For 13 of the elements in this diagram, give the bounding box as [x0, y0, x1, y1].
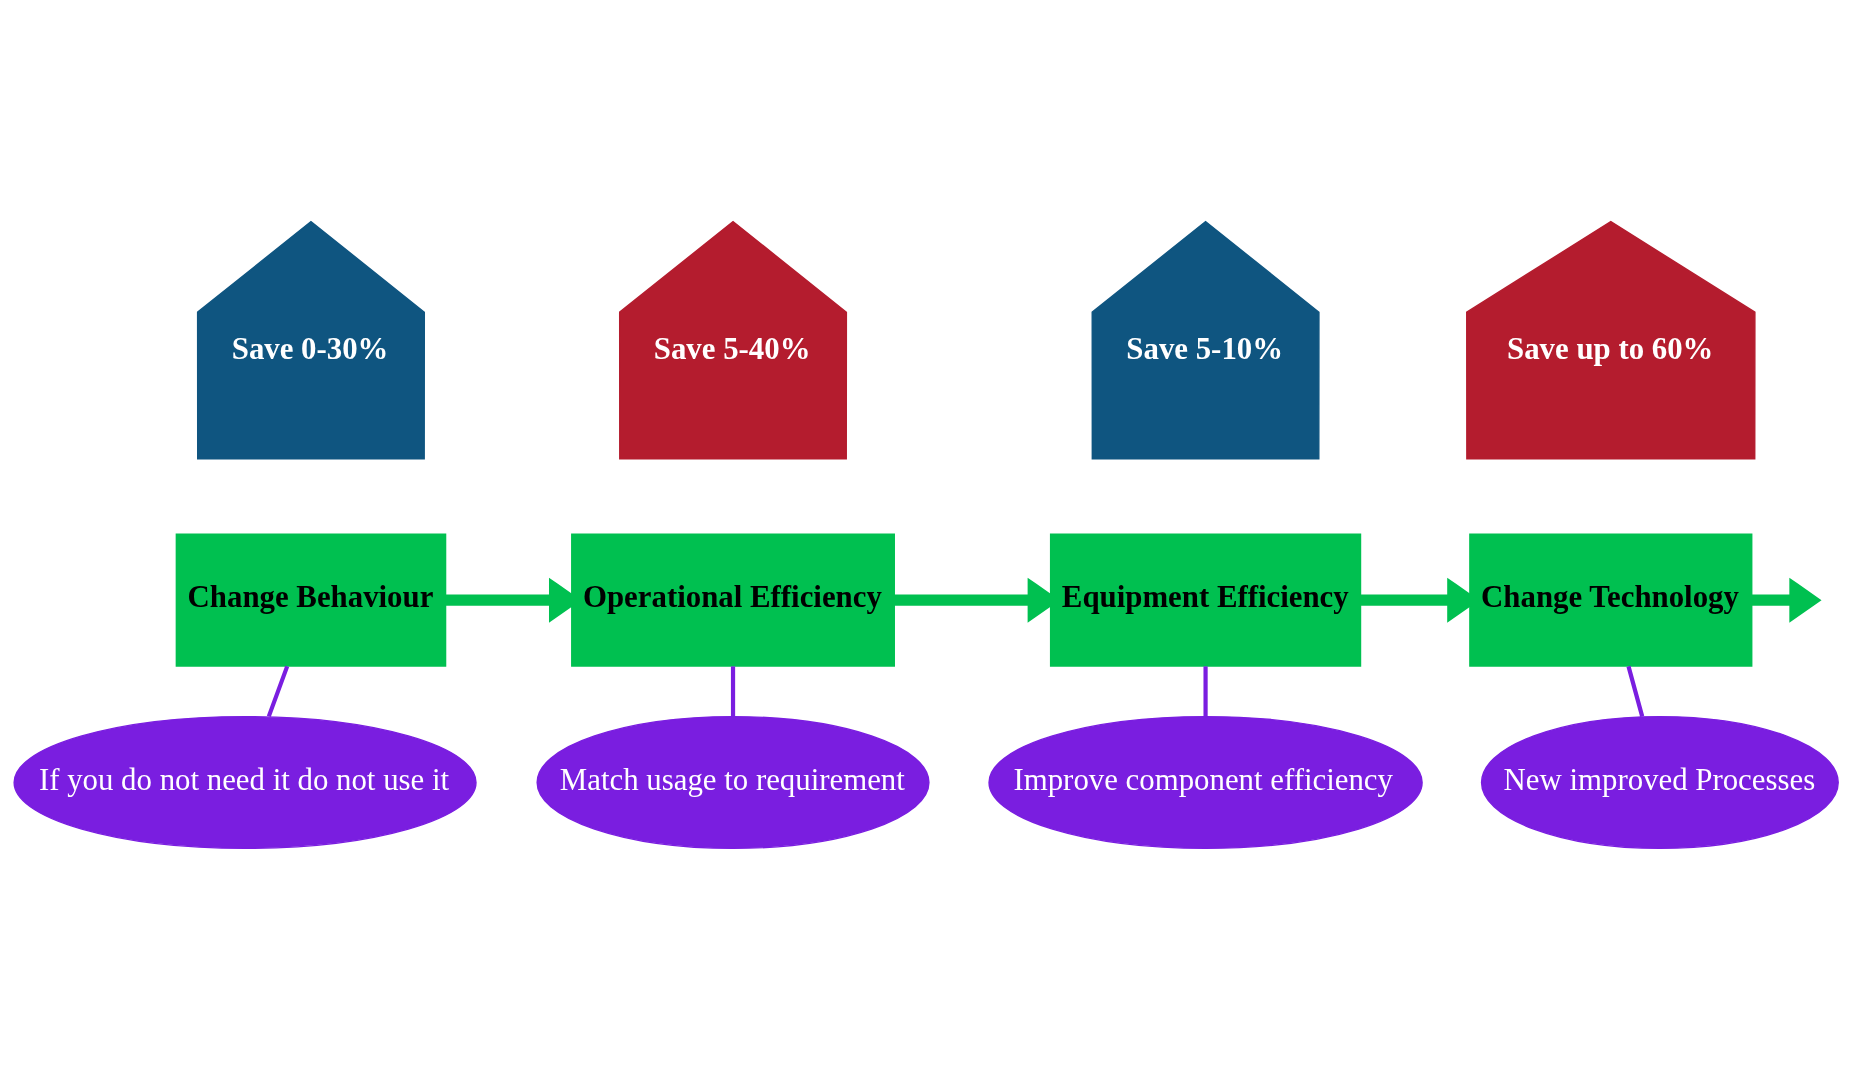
node-box: Change Technology — [1469, 533, 1753, 667]
node-ellipse: Improve component efficiency — [988, 715, 1423, 849]
connector — [1203, 665, 1208, 716]
arrow — [1752, 577, 1822, 623]
node-ellipse: New improved Processes — [1480, 715, 1839, 849]
node-box: Change Behaviour — [175, 533, 447, 667]
node-ellipse: Match usage to requirement — [536, 715, 930, 849]
node-box: Operational Efficiency — [571, 533, 895, 667]
node-ellipse: If you do not need it do not use it — [13, 715, 477, 849]
connector — [730, 665, 736, 716]
connector — [1626, 665, 1645, 717]
node-box: Equipment Efficiency — [1049, 533, 1362, 667]
connector — [266, 665, 290, 717]
